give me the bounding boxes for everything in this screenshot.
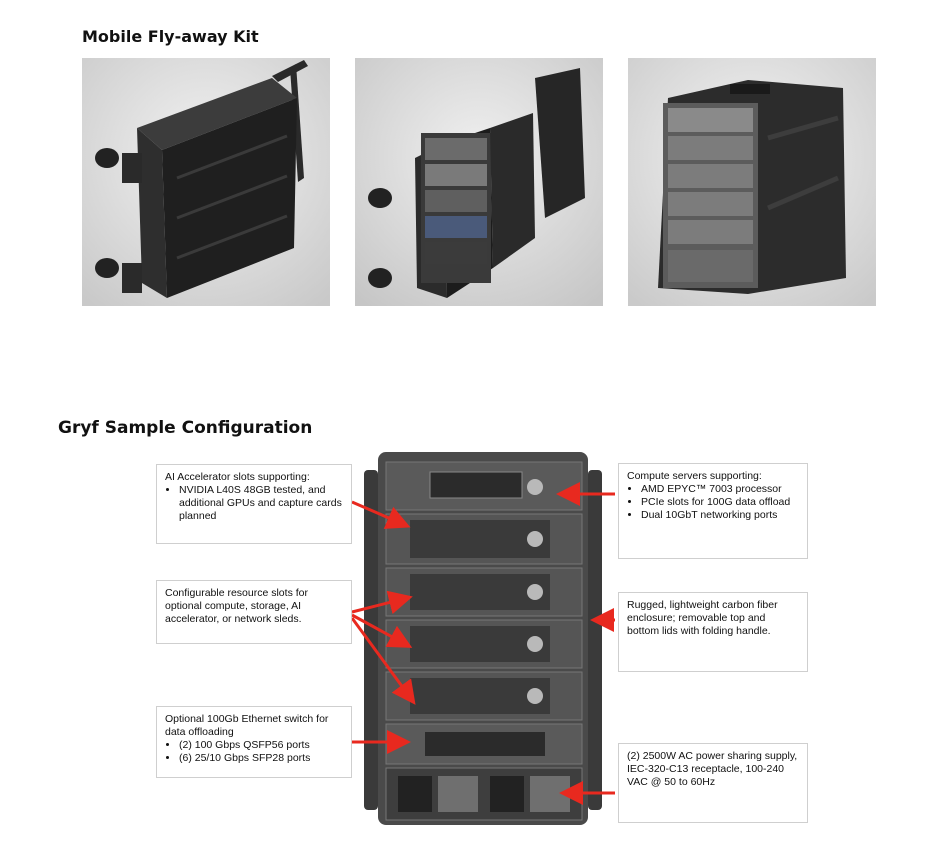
callout-ai-bullet: NVIDIA L40S 48GB tested, and additional … bbox=[179, 484, 343, 523]
arrow-resource-3 bbox=[350, 617, 416, 705]
sled-resource-3 bbox=[385, 671, 583, 721]
callout-power-supply: (2) 2500W AC power sharing supply, IEC-3… bbox=[618, 743, 808, 823]
callout-resource-slots: Configurable resource slots for optional… bbox=[156, 580, 352, 644]
arrow-resource-1 bbox=[351, 590, 413, 615]
callout-enclosure: Rugged, lightweight carbon fiber enclosu… bbox=[618, 592, 808, 672]
callout-arrows bbox=[350, 482, 615, 805]
callout-switch-bullet: (6) 25/10 Gbps SFP28 ports bbox=[179, 752, 343, 765]
callout-ai-heading: AI Accelerator slots supporting: bbox=[165, 471, 310, 483]
kit-photo-rear bbox=[628, 58, 876, 306]
callout-ethernet-switch: Optional 100Gb Ethernet switch for data … bbox=[156, 706, 352, 778]
callout-switch-heading: Optional 100Gb Ethernet switch for data … bbox=[165, 713, 329, 738]
section-title-sample-configuration: Gryf Sample Configuration bbox=[58, 418, 313, 438]
kit-photo-closed bbox=[82, 58, 330, 306]
callout-compute-heading: Compute servers supporting: bbox=[627, 470, 762, 482]
callout-compute-servers: Compute servers supporting: AMD EPYC™ 70… bbox=[618, 463, 808, 559]
sled-resource-2 bbox=[385, 619, 583, 669]
kit-photo-open bbox=[355, 58, 603, 306]
callout-compute-bullet: PCIe slots for 100G data offload bbox=[641, 496, 799, 509]
callout-resource-text: Configurable resource slots for optional… bbox=[165, 587, 308, 625]
arrow-ai bbox=[351, 500, 411, 529]
power-supplies bbox=[385, 767, 583, 821]
section-title-fly-away-kit: Mobile Fly-away Kit bbox=[82, 27, 259, 46]
callout-power-text: (2) 2500W AC power sharing supply, IEC-3… bbox=[627, 750, 798, 788]
callout-compute-bullet: AMD EPYC™ 7003 processor bbox=[641, 483, 799, 496]
callout-ai-accelerator: AI Accelerator slots supporting: NVIDIA … bbox=[156, 464, 352, 544]
sled-resource-1 bbox=[385, 567, 583, 617]
sled-ai-accelerator bbox=[385, 513, 583, 565]
callout-enclosure-text: Rugged, lightweight carbon fiber enclosu… bbox=[627, 599, 778, 637]
arrow-resource-2 bbox=[351, 613, 413, 648]
sled-ethernet-switch bbox=[385, 723, 583, 765]
sled-compute bbox=[385, 461, 583, 511]
callout-switch-bullet: (2) 100 Gbps QSFP56 ports bbox=[179, 739, 343, 752]
callout-compute-bullet: Dual 10GbT networking ports bbox=[641, 509, 799, 522]
